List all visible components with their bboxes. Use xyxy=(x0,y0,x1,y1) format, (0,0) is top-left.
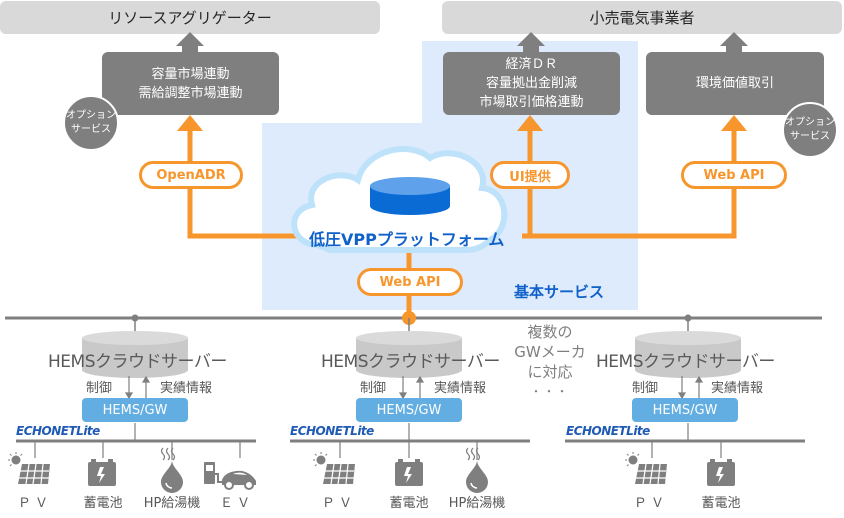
ui-provision-pill: UI提供 xyxy=(490,161,570,189)
control-label: 制御 xyxy=(360,381,387,396)
device-label: Ｐ Ｖ xyxy=(321,496,353,511)
resource-aggregator-bar: リソースアグリゲーター xyxy=(0,1,380,34)
battery-icon xyxy=(88,459,116,486)
environmental-value-box: 環境価値取引 xyxy=(646,52,824,115)
battery-icon xyxy=(395,459,423,486)
up-arrow-icon xyxy=(517,32,545,52)
solar-panel-icon xyxy=(625,452,667,485)
hems-gw-label: HEMS/GW xyxy=(376,402,442,418)
up-arrow-icon xyxy=(176,32,204,52)
service-line: 容量市場連動 xyxy=(151,66,230,82)
up-arrow-icon xyxy=(141,375,151,383)
device-label: 蓄電池 xyxy=(389,496,429,511)
service-line: 容量拠出金削減 xyxy=(485,76,577,91)
up-arrow-icon xyxy=(415,375,425,383)
multi-vendor-line: に対応 xyxy=(527,363,573,381)
cylinder-icon xyxy=(635,331,741,378)
hems-gw-box: HEMS/GW xyxy=(632,398,738,422)
orange-up-arrow-icon xyxy=(177,115,203,131)
hems-gw-box: HEMS/GW xyxy=(82,398,188,422)
control-arrows xyxy=(124,375,704,400)
capacity-market-box: 容量市場連動 需給調整市場連動 xyxy=(102,52,279,115)
control-label: 制御 xyxy=(86,381,113,396)
echonet-lite-logo: ECHONETLite xyxy=(290,424,374,438)
web-api-right-pill: Web API xyxy=(681,161,787,189)
hems-cloud-server-label: HEMSクラウドサーバー xyxy=(48,352,227,372)
results-label: 実績情報 xyxy=(160,381,213,396)
device-label: HP給湯機 xyxy=(448,496,506,511)
option-service-badge: オプション サービス xyxy=(63,95,119,151)
down-arrow-icon xyxy=(398,392,408,400)
retailer-bar: 小売電気事業者 xyxy=(442,1,842,34)
service-line: 需給調整市場連動 xyxy=(138,85,243,101)
web-api-label: Web API xyxy=(703,167,765,183)
multi-vendor-ellipsis: ・・・ xyxy=(530,385,570,398)
option-badge-line: サービス xyxy=(71,124,111,135)
water-heater-icon xyxy=(160,447,183,493)
ev-icon xyxy=(204,462,256,490)
battery-icon xyxy=(707,459,735,486)
up-arrow-icon xyxy=(694,375,704,383)
cylinder-icon xyxy=(356,331,462,378)
retailer-label: 小売電気事業者 xyxy=(589,9,695,27)
hems-gw-label: HEMS/GW xyxy=(652,402,718,418)
solar-panel-icon xyxy=(8,452,50,485)
vpp-platform-title: 低圧VPPプラットフォーム xyxy=(309,230,505,249)
web-api-bottom-pill: Web API xyxy=(357,268,463,296)
resource-aggregator-label: リソースアグリゲーター xyxy=(108,9,272,27)
database-icon xyxy=(370,177,450,215)
device-icons xyxy=(8,447,735,493)
hems-server-icons xyxy=(82,331,741,378)
down-arrow-icon xyxy=(124,392,134,400)
gray-arrow-icons xyxy=(176,32,748,52)
up-arrow-icon xyxy=(720,32,748,52)
results-label: 実績情報 xyxy=(434,381,487,396)
down-arrow-icon xyxy=(677,392,687,400)
hems-cloud-server-label: HEMSクラウドサーバー xyxy=(321,352,500,372)
water-heater-icon xyxy=(465,447,488,493)
echonet-buses xyxy=(16,423,805,460)
echonet-lite-logo: ECHONETLite xyxy=(566,424,650,438)
orange-up-arrow-icon xyxy=(517,115,543,131)
device-label: Ｅ Ｖ xyxy=(219,496,251,511)
orange-arrowheads xyxy=(177,115,747,131)
device-label: 蓄電池 xyxy=(83,496,123,511)
multi-vendor-line: GWメーカ xyxy=(514,343,586,361)
option-badge-line: オプション xyxy=(785,117,835,128)
results-label: 実績情報 xyxy=(711,381,764,396)
openadr-label: OpenADR xyxy=(156,167,226,183)
option-badge-line: オプション xyxy=(66,110,116,121)
web-api-label: Web API xyxy=(379,274,441,290)
hems-cloud-server-label: HEMSクラウドサーバー xyxy=(596,352,775,372)
openadr-pill: OpenADR xyxy=(139,161,243,189)
economic-dr-box: 経済ＤＲ 容量拠出金削減 市場取引価格連動 xyxy=(443,52,620,115)
multi-vendor-line: 複数の xyxy=(527,323,573,341)
control-label: 制御 xyxy=(632,381,659,396)
option-service-badge: オプション サービス xyxy=(782,102,838,158)
orange-up-arrow-icon xyxy=(721,115,747,131)
multi-vendor-note: 複数の GWメーカ に対応 ・・・ xyxy=(508,322,592,402)
service-line: 市場取引価格連動 xyxy=(479,95,584,110)
device-label: Ｐ Ｖ xyxy=(633,496,665,511)
device-label: 蓄電池 xyxy=(701,496,741,511)
option-badge-line: サービス xyxy=(790,131,830,142)
solar-panel-icon xyxy=(313,452,355,485)
service-line: 経済ＤＲ xyxy=(505,57,558,72)
device-label: HP給湯機 xyxy=(143,496,201,511)
echonet-lite-logo: ECHONETLite xyxy=(16,424,100,438)
cylinder-icon xyxy=(82,331,188,378)
ui-label: UI提供 xyxy=(509,169,551,185)
hems-gw-label: HEMS/GW xyxy=(102,402,168,418)
device-label: Ｐ Ｖ xyxy=(17,496,49,511)
service-line: 環境価値取引 xyxy=(695,76,774,91)
hems-gw-box: HEMS/GW xyxy=(356,398,462,422)
basic-service-label: 基本サービス xyxy=(514,283,605,301)
